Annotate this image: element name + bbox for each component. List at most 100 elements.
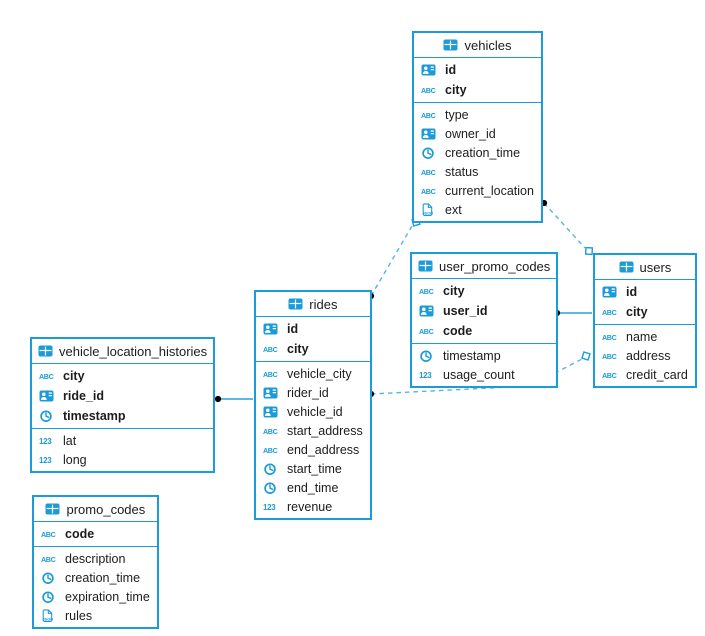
string-icon: ABC: [263, 445, 282, 455]
table-header[interactable]: user_promo_codes: [412, 254, 557, 279]
string-icon: ABC: [602, 351, 621, 361]
timestamp-icon: [421, 146, 440, 160]
field-row: end_time: [256, 478, 370, 497]
field-row: timestamp: [412, 346, 556, 365]
svg-text:JSON: JSON: [423, 210, 434, 215]
svg-text:ABC: ABC: [263, 370, 278, 379]
timestamp-icon: [39, 409, 58, 423]
svg-text:123: 123: [39, 456, 52, 465]
field-name: end_address: [287, 442, 360, 457]
svg-text:ABC: ABC: [421, 86, 436, 95]
field-row: timestamp: [32, 406, 213, 426]
id-card-icon: [421, 64, 440, 76]
relationship-line-vehicles-users: [543, 202, 586, 249]
table-title: rides: [309, 296, 338, 312]
field-name: city: [443, 284, 465, 298]
timestamp-icon: [263, 462, 282, 476]
svg-text:ABC: ABC: [421, 168, 436, 177]
table-header[interactable]: vehicles: [414, 33, 541, 58]
svg-text:ABC: ABC: [421, 187, 436, 196]
field-name: long: [63, 452, 87, 467]
field-row: creation_time: [414, 143, 541, 162]
id-card-icon: [263, 387, 282, 399]
many-end-dot: [214, 395, 222, 403]
table-header[interactable]: rides: [256, 292, 370, 317]
table-title: user_promo_codes: [439, 258, 551, 274]
field-row: user_id: [412, 301, 556, 321]
table-header[interactable]: vehicle_location_histories: [32, 339, 214, 364]
json-icon: JSON: [41, 608, 60, 623]
id-card-icon: [421, 128, 440, 140]
svg-text:123: 123: [263, 503, 276, 512]
table-icon: [443, 39, 458, 51]
relationship-line-rides-users: [370, 358, 583, 395]
timestamp-icon: [419, 349, 438, 363]
field-name: city: [63, 369, 85, 383]
string-icon: ABC: [419, 326, 438, 336]
one-end-diamond: [584, 246, 594, 256]
svg-text:ABC: ABC: [263, 345, 278, 354]
field-name: start_address: [287, 423, 363, 438]
field-name: timestamp: [443, 348, 501, 363]
primary-key-section: ABC code: [34, 522, 157, 546]
table-icon: [45, 503, 60, 515]
field-name: code: [65, 527, 95, 541]
table-header[interactable]: users: [595, 255, 695, 280]
field-row: creation_time: [34, 568, 157, 587]
field-name: address: [626, 348, 671, 363]
string-icon: ABC: [421, 186, 440, 196]
field-name: creation_time: [65, 570, 141, 585]
one-end-diamond: [581, 351, 591, 361]
field-name: status: [445, 164, 479, 179]
svg-text:ABC: ABC: [421, 111, 436, 120]
number-icon: 123: [39, 454, 58, 465]
field-name: type: [445, 107, 469, 122]
timestamp-icon: [263, 481, 282, 495]
field-row: ABC status: [414, 162, 541, 181]
string-icon: ABC: [421, 167, 440, 177]
field-row: ABC type: [414, 105, 541, 124]
string-icon: ABC: [419, 286, 438, 296]
field-row: ride_id: [32, 386, 213, 406]
field-name: rider_id: [287, 385, 329, 400]
field-row: owner_id: [414, 124, 541, 143]
table-header[interactable]: promo_codes: [34, 497, 157, 522]
string-icon: ABC: [421, 85, 440, 95]
table-icon: [418, 260, 433, 272]
field-name: owner_id: [445, 126, 496, 141]
svg-text:ABC: ABC: [602, 333, 617, 342]
field-row: id: [595, 282, 695, 302]
string-icon: ABC: [421, 110, 440, 120]
field-row: ABC address: [595, 346, 695, 365]
table-icon: [288, 298, 303, 310]
field-name: expiration_time: [65, 589, 150, 604]
svg-text:ABC: ABC: [41, 530, 56, 539]
svg-text:ABC: ABC: [602, 308, 617, 317]
string-icon: ABC: [39, 371, 58, 381]
field-name: name: [626, 329, 658, 344]
string-icon: ABC: [263, 344, 282, 354]
field-name: timestamp: [63, 409, 126, 423]
field-name: start_time: [287, 461, 342, 476]
string-icon: ABC: [602, 307, 621, 317]
field-name: credit_card: [626, 367, 688, 382]
svg-text:ABC: ABC: [41, 555, 56, 564]
